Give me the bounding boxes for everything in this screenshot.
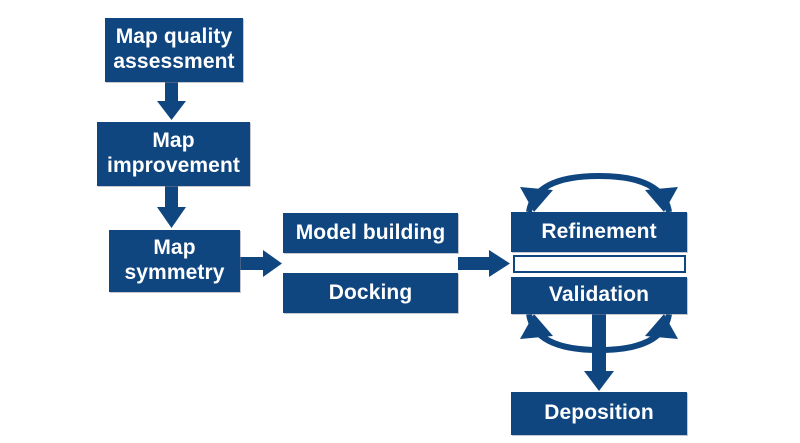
arrow-cycle-bottom-arrowheads xyxy=(520,314,678,339)
arrow-validation-to-deposition-icon xyxy=(584,314,614,391)
arrow-cycle-top-icon xyxy=(526,172,672,213)
node-map-symmetry[interactable]: Map symmetry xyxy=(109,230,240,292)
node-map-improvement[interactable]: Map improvement xyxy=(97,122,250,186)
refinement-validation-gap xyxy=(513,255,686,273)
arrow-quality-to-improvement-icon xyxy=(157,82,186,120)
arrow-symmetry-to-building-icon xyxy=(240,250,282,277)
arrow-cycle-bottom-icon xyxy=(526,313,672,354)
arrow-building-to-refinement-icon xyxy=(458,250,510,277)
node-refinement[interactable]: Refinement xyxy=(511,212,687,252)
node-deposition[interactable]: Deposition xyxy=(511,392,687,435)
arrow-cycle-top-arrowheads xyxy=(520,187,678,212)
arrow-improvement-to-symmetry-icon xyxy=(157,186,186,228)
node-docking[interactable]: Docking xyxy=(283,273,458,313)
node-validation[interactable]: Validation xyxy=(511,277,687,314)
node-map-quality-assessment[interactable]: Map quality assessment xyxy=(105,18,243,82)
node-model-building[interactable]: Model building xyxy=(283,213,458,253)
